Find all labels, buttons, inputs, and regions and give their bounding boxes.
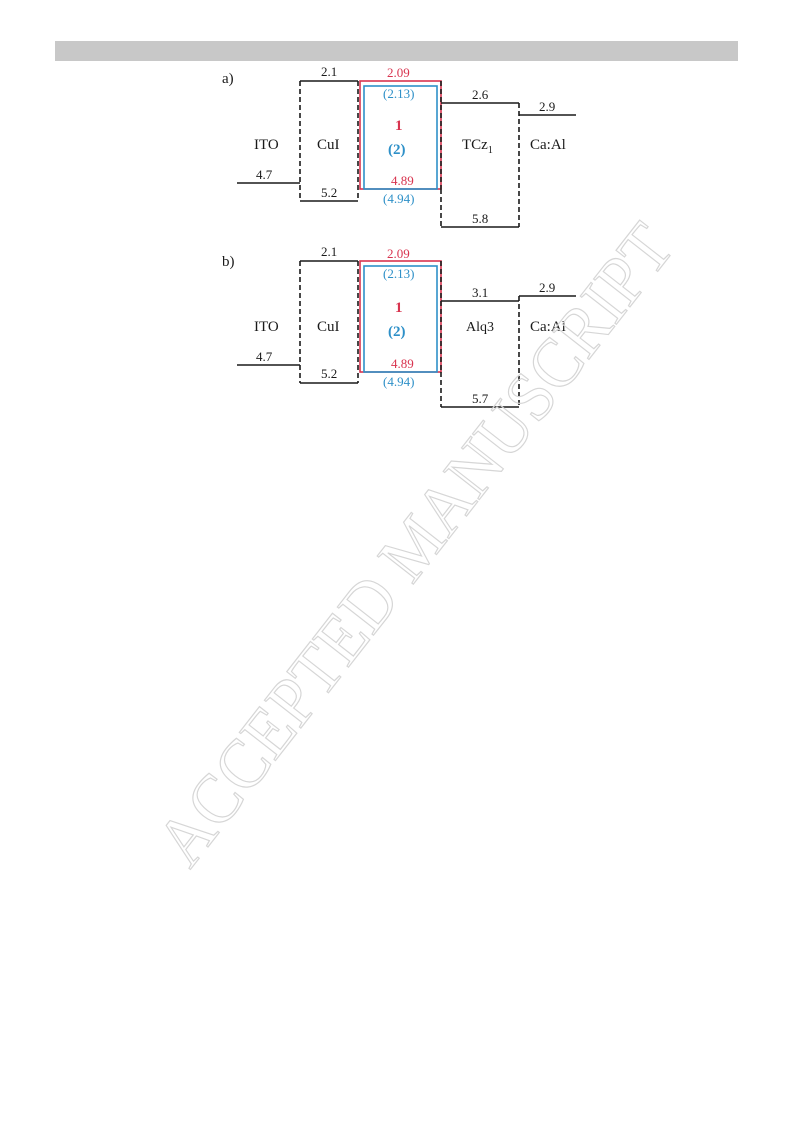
emitter-homo-red-a: 4.89 [391,173,414,188]
cathode-label-a: Ca:Al [530,137,566,153]
etl-label-a: TCz1 [462,137,493,156]
cui-homo-value-a: 5.2 [321,185,337,200]
cathode-level-value-b: 2.9 [539,280,555,295]
ito-label-a: ITO [254,137,279,153]
panel-label-a: a) [222,71,234,87]
panel-label-b: b) [222,254,235,270]
diagram-a: a) ITO 4.7 CuI 2.1 5.2 2.09 (2.13) 1 (2)… [222,64,576,228]
header-bar [55,41,738,61]
etl-label-b: Alq3 [466,320,494,335]
emitter-homo-blue-a: (4.94) [383,191,414,206]
emitter-label-blue-a: (2) [388,142,406,158]
emitter-lumo-red-a: 2.09 [387,65,410,80]
cui-lumo-value-b: 2.1 [321,244,337,259]
etl-homo-value-a: 5.8 [472,211,488,226]
emitter-lumo-blue-b: (2.13) [383,266,414,281]
emitter-label-red-a: 1 [395,118,403,134]
cathode-label-b: Ca:Al [530,319,566,335]
ito-level-value-a: 4.7 [256,167,273,182]
emitter-box-blue-b [363,265,438,373]
emitter-label-blue-b: (2) [388,324,406,340]
emitter-box-blue-a [363,85,438,190]
cui-homo-value-b: 5.2 [321,366,337,381]
etl-lumo-value-b: 3.1 [472,285,488,300]
cathode-level-value-a: 2.9 [539,99,555,114]
cui-lumo-value-a: 2.1 [321,64,337,79]
emitter-homo-red-b: 4.89 [391,356,414,371]
cui-label-b: CuI [317,319,340,335]
emitter-lumo-red-b: 2.09 [387,246,410,261]
emitter-lumo-blue-a: (2.13) [383,86,414,101]
etl-lumo-value-a: 2.6 [472,87,489,102]
ito-label-b: ITO [254,319,279,335]
etl-homo-value-b: 5.7 [472,391,489,406]
cui-label-a: CuI [317,137,340,153]
emitter-homo-blue-b: (4.94) [383,374,414,389]
ito-level-value-b: 4.7 [256,349,273,364]
emitter-label-red-b: 1 [395,300,403,316]
diagram-b: b) ITO 4.7 CuI 2.1 5.2 2.09 (2.13) 1 (2)… [222,244,576,408]
